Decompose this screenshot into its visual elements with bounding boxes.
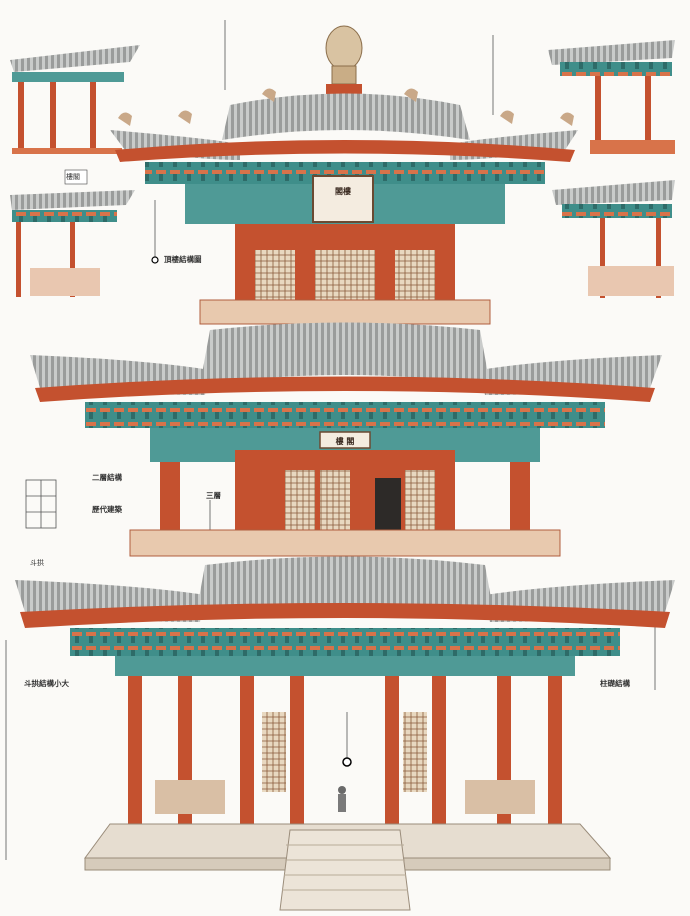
left-section-title: 斗拱結構小大 [24,679,69,688]
callout-dot [151,256,159,264]
thumbnail-roof-top-right [548,40,675,154]
top-plaque [312,175,374,223]
thumbnail-roof-top-left [10,45,140,154]
finial-icon [325,25,363,94]
roof-bottom [15,556,675,676]
stone-base [84,823,612,911]
callout-lines [5,20,656,860]
window-lattice-icon [255,250,295,300]
thumb-plaque-label: 樓閣 [66,173,80,181]
sub-label-left: 斗拱 [30,559,44,567]
left-callout-2: 二層結構 [92,473,122,482]
right-section-title: 柱礎結構 [600,679,630,688]
top-plaque-text: 閣樓 [335,187,351,196]
mid-callout-1: 三層 [206,491,221,500]
middle-plaque-text: 樓 閣 [335,437,355,446]
middle-plaque [319,431,371,449]
ground-floor [128,676,562,824]
thumbnail-roof-right-mid [552,180,675,298]
top-storey [199,224,491,325]
callout-dot [342,757,352,767]
thumbnail-roof-left-mid [10,169,135,297]
window-lattice-icon [25,479,57,529]
middle-storey [129,450,561,557]
human-figure-icon [338,786,346,812]
dragon-ornament-icon [118,88,574,126]
left-callout-1: 頂樓結構圖 [164,255,202,264]
left-callout-3: 歷代建築 [92,505,122,514]
